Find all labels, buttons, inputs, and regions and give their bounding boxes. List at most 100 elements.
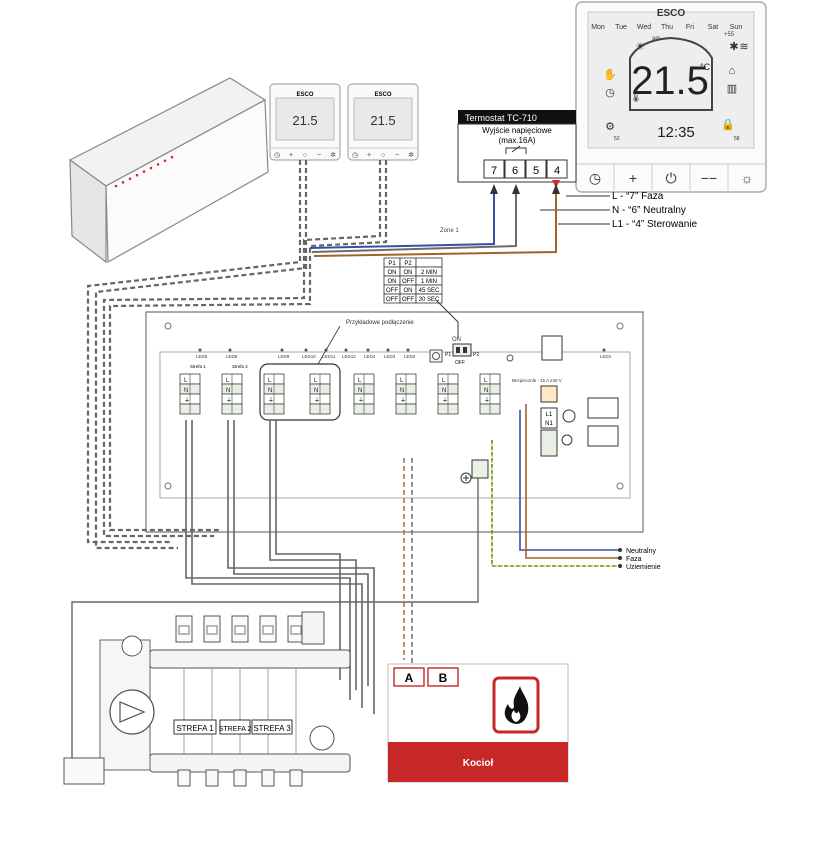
terminal-letter: L: [484, 378, 488, 384]
terminal-letter: ⏚: [400, 397, 406, 404]
wire-legend: L - “7” Faza N - “6” Neutralny L1 - “4” …: [540, 191, 697, 230]
timing-cell: 45 SEC: [419, 288, 440, 294]
led-label-led4: LED4: [364, 354, 376, 359]
day-label-thu: Thu: [661, 24, 673, 31]
small-thermostat-button: −: [395, 152, 399, 159]
manifold: STREFA 1 STREFA 2 STREFA 3: [63, 611, 351, 787]
am-indicator: am: [652, 36, 660, 42]
air-vent-valve: [301, 611, 325, 645]
small-thermostat-button: ◷: [352, 152, 358, 159]
manifold-valves: [175, 611, 325, 787]
timing-cell: 30 SEC: [419, 297, 440, 303]
terminal-letter: ⏚: [358, 397, 364, 404]
dip-off-label: OFF: [455, 360, 465, 366]
manifold-actuator: [259, 615, 277, 787]
strefa-small-2: Strefa 2: [232, 364, 248, 369]
thermostat-buttons: ◷ + ⏻ −− ☼: [589, 164, 754, 192]
board-led: [344, 348, 348, 352]
zone-terminal-block: LN⏚: [263, 373, 285, 415]
terminal-letter: L: [314, 378, 318, 384]
hub-led: [128, 177, 132, 181]
terminal-letter: N: [314, 388, 318, 394]
minus-button-icon: −−: [701, 170, 717, 186]
terminal-letter: L: [400, 378, 404, 384]
brightness-button[interactable]: ☼: [741, 170, 754, 186]
day-label-sun: Sun: [730, 24, 743, 31]
zone-terminal-block: LN⏚: [479, 373, 501, 415]
zone-terminals: LN⏚LN⏚LN⏚LN⏚LN⏚LN⏚LN⏚LN⏚: [179, 325, 501, 421]
day-label-sat: Sat: [708, 24, 719, 31]
power-term-n1: N1: [545, 421, 553, 427]
power-button[interactable]: ⏻: [665, 170, 676, 186]
small-thermostat-button: −: [317, 152, 321, 159]
mini-label-right: 58: [734, 136, 740, 142]
terminal-letter: L: [358, 378, 362, 384]
board-led: [406, 348, 410, 352]
dip-p1-label: P1: [445, 352, 451, 358]
minus-button[interactable]: −−: [701, 170, 717, 186]
zone-terminal-block: LN⏚: [437, 373, 459, 415]
small-thermostat-1-brand: ESCO: [296, 92, 313, 98]
led-label-led9: LED9: [278, 354, 290, 359]
wire-legend-control: L1 - “4” Sterowanie: [612, 219, 697, 230]
day-label-fri: Fri: [686, 24, 695, 31]
wire-legend-neutral: N - “6” Neutralny: [612, 205, 686, 216]
board-led: [366, 348, 370, 352]
plus-button[interactable]: +: [629, 170, 637, 186]
lock-icon: 🔒: [721, 118, 735, 131]
small-thermostat-button: ✲: [408, 151, 414, 159]
terminal-letter: N: [226, 388, 230, 394]
terminal-letter: N: [400, 388, 404, 394]
terminal-cell: [525, 159, 547, 179]
terminal-6-label: 6: [512, 165, 518, 177]
terminal-box: Termostat TC-710 Wyjście napięciowe (max…: [457, 110, 577, 188]
hand-icon: ✋: [603, 68, 617, 81]
board-led: [228, 348, 232, 352]
timing-cell: OFF: [386, 288, 398, 294]
board-led: [386, 348, 390, 352]
zone-terminal-block: LN ⏚: [395, 373, 417, 415]
example-connection-highlight: [259, 363, 341, 421]
boiler: Kocioł A B: [387, 663, 569, 783]
dip-on-label: ON: [452, 337, 461, 343]
led-label-led11: LED11: [322, 354, 336, 359]
sun-mode-icon: ☀: [635, 41, 645, 53]
wire-legend-phase: L - “7” Faza: [612, 191, 664, 202]
flame-icon: [492, 676, 540, 734]
clock-display: 12:35: [657, 124, 695, 141]
manifold-actuator: [287, 615, 305, 787]
main-temperature: 21.5: [631, 59, 709, 103]
thermometer-icon: 🌡: [629, 90, 643, 103]
clock-button-icon: ◷: [589, 170, 601, 186]
led-label-led12: LED12: [342, 354, 356, 359]
clock-button[interactable]: ◷: [589, 170, 601, 186]
timing-cell: ON: [404, 288, 413, 294]
timing-cell: ON: [404, 270, 413, 276]
power-term-l1: L1: [546, 412, 553, 418]
power-button-icon: ⏻: [665, 170, 676, 186]
hub-led: [142, 170, 146, 173]
day-label-wed: Wed: [637, 24, 651, 31]
small-thermostat-2: ESCO 21.5 ◷+○−✲: [347, 83, 419, 161]
terminal-letter: ⏚: [268, 397, 274, 404]
led-label-led5: LED5: [196, 354, 208, 359]
hub-led: [114, 184, 118, 188]
power-legend-neutral: Neutralny: [626, 548, 656, 555]
boiler-term-b: B: [439, 671, 448, 685]
power-legend-phase: Faza: [626, 556, 642, 563]
timing-cell: ON: [388, 279, 397, 285]
zone-terminal-block: LN⏚: [353, 373, 375, 415]
plus-button-icon: +: [629, 170, 637, 186]
terminal-box-subtitle-2: (max.16A): [499, 136, 536, 145]
board-led: [280, 348, 284, 352]
led-label-led3: LED3: [384, 354, 396, 359]
terminal-4-label: 4: [554, 165, 560, 177]
home-icon: ⌂: [729, 65, 736, 77]
boiler-label: Kocioł: [463, 758, 494, 769]
timing-cell: OFF: [402, 279, 414, 285]
timing-cell: P2: [404, 261, 412, 267]
